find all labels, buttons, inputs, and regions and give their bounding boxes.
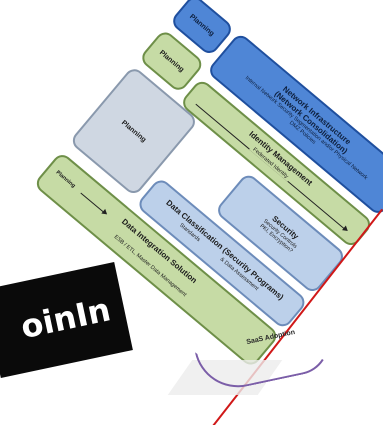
brand-logo: oinIn bbox=[0, 261, 133, 379]
planning-arrow bbox=[80, 192, 106, 214]
planning-bottom-label: Planning bbox=[54, 169, 77, 190]
planning-gray-label: Planning bbox=[120, 118, 148, 144]
network-subtitle: (Network Consolidation) bbox=[272, 89, 350, 156]
planning-top-label: Planning bbox=[188, 12, 216, 38]
planning-mid-label: Planning bbox=[158, 48, 186, 74]
brand-logo-text: oinIn bbox=[17, 290, 114, 347]
